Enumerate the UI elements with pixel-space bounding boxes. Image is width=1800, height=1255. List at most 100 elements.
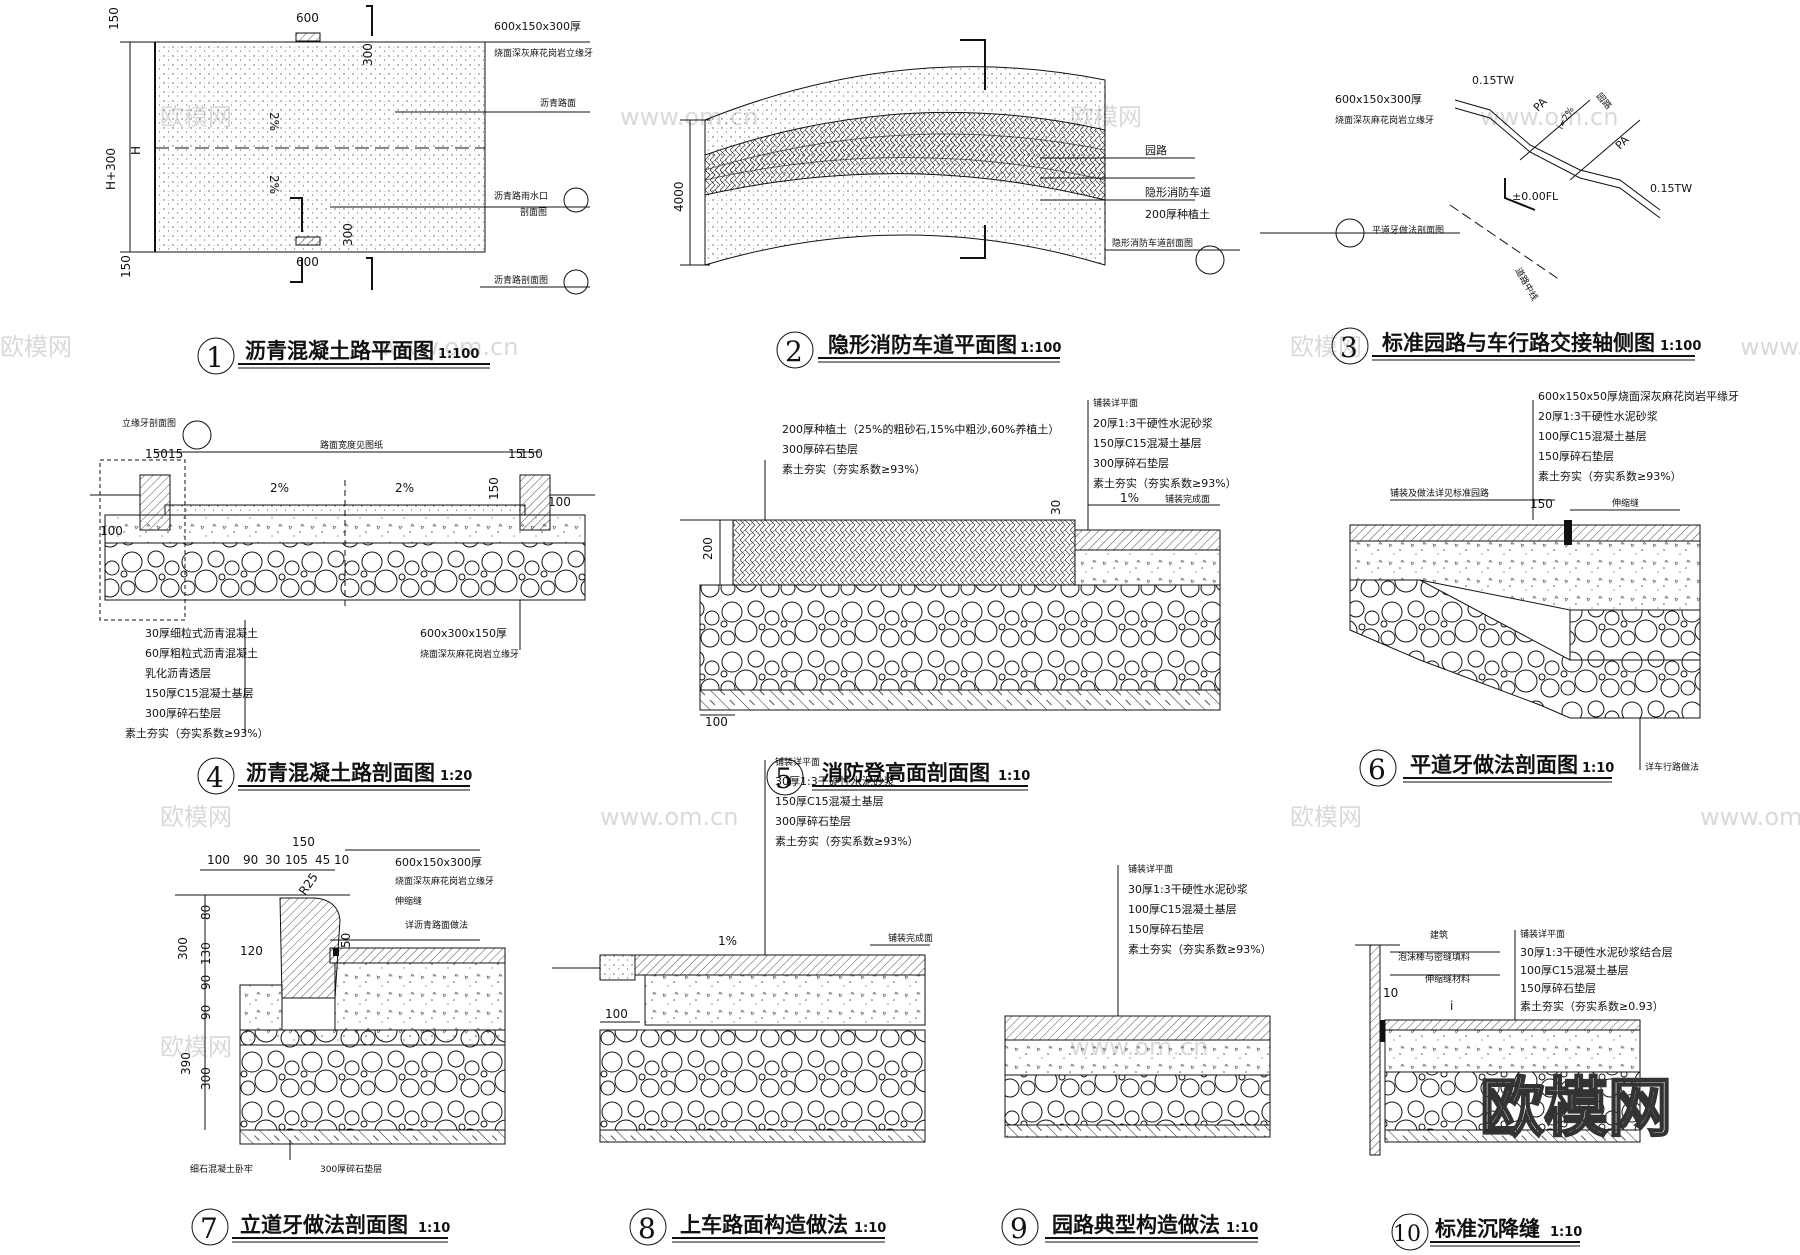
p7-dim-100: 100 [207, 853, 230, 867]
p6-label-paving: 铺装及做法详见标准园路 [1390, 487, 1489, 499]
p8-label-gravel: 300厚碎石垫层 [775, 814, 851, 828]
p7-label-bedding: 细石混凝土卧牢 [190, 1163, 253, 1175]
p1-dim-600-top: 600 [296, 11, 319, 25]
p4-slope-l: 2% [270, 481, 289, 495]
panel-6-section: 600x150x50厚烧面深灰麻花岗岩平缘牙 20厚1:3干硬性水泥砂浆 100… [1349, 389, 1739, 787]
p7-scale: 1:10 [418, 1221, 450, 1236]
p1-dim-h300: H+300 [104, 148, 118, 190]
p2-label-section: 隐形消防车道剖面图 [1112, 237, 1193, 249]
p9-title: 园路典型构造做法 [1052, 1213, 1220, 1237]
panel-8-section: 铺装详平面 30厚1:3干硬性水泥砂浆 150厚C15混凝土基层 300厚碎石垫… [552, 756, 933, 1246]
p1-label-curb-size: 600x150x300厚 [494, 20, 581, 33]
panel-7-section: 600x150x300厚 烧面深灰麻花岗岩立缘牙 伸缩缝 详沥青路面做法 细石混… [175, 835, 506, 1246]
p1-label-inlet: 沥青路雨水口 [494, 190, 548, 202]
p10-title: 标准沉降缝 [1435, 1217, 1540, 1241]
p6-label-mortar: 20厚1:3干硬性水泥砂浆 [1538, 409, 1658, 423]
brand-logo-text: 欧模网 [1480, 1072, 1672, 1146]
p4-label-layer-2: 60厚粗粒式沥青混凝土 [145, 646, 258, 660]
p8-title: 上车路面构造做法 [680, 1213, 848, 1237]
p1-number-circle [197, 337, 235, 375]
p9-label-gravel: 150厚碎石垫层 [1128, 922, 1204, 936]
p1-dim-h: H [129, 146, 143, 155]
p4-dim-150-r: 150 [520, 447, 543, 461]
p7-dim-90-a: 90 [199, 975, 213, 990]
p5-title: 消防登高面剖面图 [822, 761, 990, 785]
p9-label-paving: 铺装详平面 [1128, 863, 1173, 875]
p7-dim-80: 80 [199, 905, 213, 920]
p3-label-flat-curb: 平道牙做法剖面图 [1372, 224, 1444, 236]
p8-dim-100: 100 [605, 1007, 628, 1021]
p4-label-width: 路面宽度见图纸 [320, 439, 383, 451]
panel-2-plan: 4000 园路 隐形消防车道 200厚种植土 隐形消防车道剖面图 2 隐形消防车… [672, 39, 1240, 369]
p7-dim-10: 10 [334, 853, 349, 867]
p4-title: 沥青混凝土路剖面图 [246, 761, 435, 785]
p10-slope: i [1450, 999, 1453, 1013]
p8-label-compact: 素土夯实（夯实系数≥93%） [775, 834, 919, 848]
p7-dim-300-b: 300 [199, 1067, 213, 1090]
p7-title: 立道牙做法剖面图 [240, 1213, 408, 1237]
p9-label-mortar: 30厚1:3干硬性水泥砂浆 [1128, 882, 1248, 896]
p6-label-joint: 伸缩缝 [1612, 497, 1639, 509]
p1-slope-top: 2% [267, 112, 281, 131]
p8-label-paving: 铺装详平面 [775, 756, 820, 768]
p2-label-fire-lane: 隐形消防车道 [1145, 185, 1211, 199]
p4-number: 4 [206, 761, 224, 794]
p6-number: 6 [1368, 753, 1386, 786]
p7-dim-150: 150 [292, 835, 315, 849]
p5-label-compact: 素土夯实（夯实系数≥93%） [782, 462, 926, 476]
p5-label-soil: 200厚种植土（25%的粗砂石,15%中粗沙,60%养植土） [782, 422, 1059, 436]
p1-dim-600-bottom: 600 [296, 255, 319, 269]
p1-label-section: 剖面图 [520, 206, 547, 218]
p4-label-layer-3: 乳化沥青透层 [145, 666, 211, 680]
p4-label-layer-6: 素土夯实（夯实系数≥93%） [125, 726, 269, 740]
p4-label-layer-5: 300厚碎石垫层 [145, 706, 221, 720]
p7-dim-45: 45 [315, 853, 330, 867]
p5-label-compact-r: 素土夯实（夯实系数≥93%） [1093, 476, 1237, 490]
watermark-text: 欧模网 [1290, 333, 1362, 361]
p7-dim-90: 90 [243, 853, 258, 867]
watermark-text: 欧模网 [160, 803, 232, 831]
p7-dim-300-a: 300 [176, 937, 190, 960]
p4-label-layer-4: 150厚C15混凝土基层 [145, 686, 254, 700]
p3-dim-tw-2: 0.15TW [1650, 182, 1692, 195]
p7-number: 7 [200, 1212, 218, 1245]
p9-label-base: 100厚C15混凝土基层 [1128, 902, 1237, 916]
p9-number: 9 [1010, 1212, 1028, 1245]
p6-label-curb: 600x150x50厚烧面深灰麻花岗岩平缘牙 [1538, 389, 1739, 403]
p7-dim-90-b: 90 [199, 1005, 213, 1020]
p7-label-curb-material: 烧面深灰麻花岗岩立缘牙 [395, 875, 494, 887]
p5-number: 5 [775, 762, 793, 795]
panel-10-section: 建筑 泡沫棒与密缝填料 伸缩缝材料 铺装详平面 30厚1:3干硬性水泥砂浆结合层… [1355, 928, 1673, 1251]
p4-label-layer-1: 30厚细粒式沥青混凝土 [145, 626, 258, 640]
p5-dim-100: 100 [705, 715, 728, 729]
p7-dim-50: 50 [339, 933, 353, 948]
p9-scale: 1:10 [1226, 1221, 1258, 1236]
p7-label-asphalt: 详沥青路面做法 [405, 919, 468, 931]
p2-number: 2 [785, 335, 803, 368]
p1-dim-300-top: 300 [361, 43, 375, 66]
p4-dim-150-h: 150 [487, 477, 501, 500]
p8-label-base: 150厚C15混凝土基层 [775, 794, 884, 808]
p3-number: 3 [1340, 331, 1358, 364]
p1-dim-150-bottom: 150 [119, 255, 133, 278]
p7-label-curb-size: 600x150x300厚 [395, 856, 482, 869]
p1-slope-bottom: 2% [267, 175, 281, 194]
p8-label-finish: 铺装完成面 [888, 932, 933, 944]
p6-dim-150: 150 [1530, 497, 1553, 511]
p2-scale: 1:100 [1020, 341, 1061, 356]
p3-label-curb-material: 烧面深灰麻花岗岩立缘牙 [1335, 114, 1434, 126]
p6-scale: 1:10 [1582, 761, 1614, 776]
p5-dim-200: 200 [701, 537, 715, 560]
p4-label-curb-section: 立缘牙剖面图 [122, 417, 176, 429]
watermark-text: www.om.cn [600, 803, 738, 831]
p7-dim-390: 390 [179, 1052, 193, 1075]
p4-slope-r: 2% [395, 481, 414, 495]
p8-label-mortar: 30厚1:3干硬性水泥砂浆 [775, 774, 895, 788]
p7-label-gravel: 300厚碎石垫层 [320, 1163, 382, 1175]
p3-title: 标准园路与车行路交接轴侧图 [1382, 331, 1655, 355]
p3-pa-2: PA [1613, 133, 1632, 152]
p4-dim-150-l: 150 [145, 447, 168, 461]
p7-label-joint: 伸缩缝 [395, 895, 422, 907]
watermark-text: www.om.cn [1700, 803, 1800, 831]
p3-dim-fl: ±0.00FL [1512, 190, 1559, 203]
